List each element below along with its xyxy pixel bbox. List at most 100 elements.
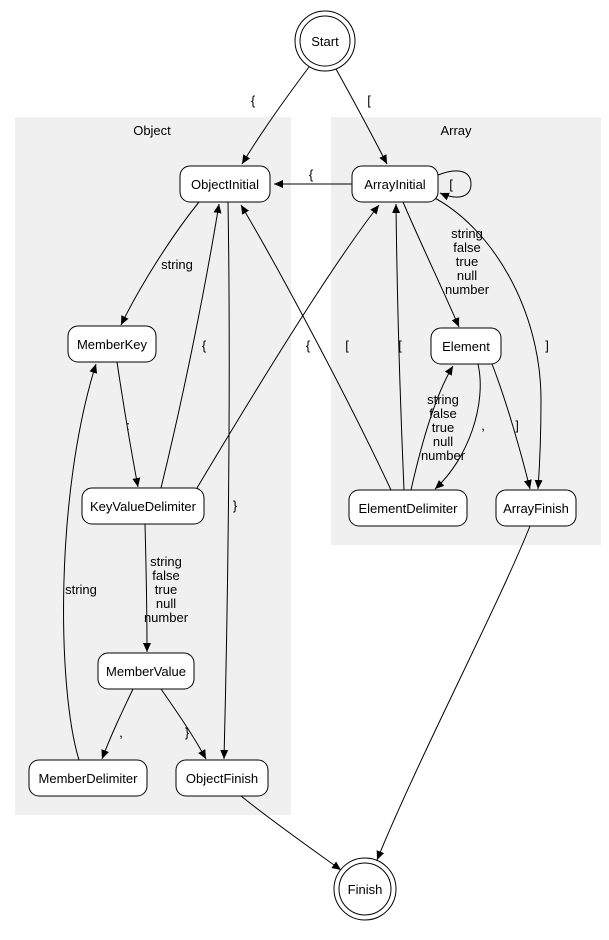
node-member-value: MemberValue — [97, 652, 195, 690]
arrow-member-value-to-object-finish — [160, 688, 207, 760]
arrow-member-value-to-member-delimiter — [101, 688, 134, 760]
edge-label: string — [161, 257, 193, 272]
node-array-finish-box — [495, 489, 577, 527]
node-array-finish: ArrayFinish — [495, 489, 577, 527]
edge-label: [ — [345, 338, 349, 353]
edge-key-value-delimiter-to-member-value: string false true null number — [142, 523, 189, 653]
edge-array-initial-self-loop: [ — [437, 170, 472, 201]
edge-start-to-object-initial: { — [241, 66, 310, 165]
arrow-key-value-delimiter-to-member-value — [142, 523, 151, 653]
node-finish-inner-circle — [338, 862, 392, 916]
edge-label-line: false — [429, 406, 456, 421]
edge-label-line: null — [156, 596, 176, 611]
edge-label: [ — [449, 177, 453, 192]
edge-label: { — [309, 167, 314, 182]
node-finish-label: Finish — [348, 882, 383, 897]
arrow-array-initial-self-loop — [437, 170, 472, 201]
edge-label-line: number — [445, 282, 490, 297]
arrow-key-value-delimiter-to-object-initial — [160, 203, 222, 489]
node-key-value-delimiter: KeyValueDelimiter — [81, 487, 205, 525]
edge-array-initial-to-object-initial: { — [274, 167, 352, 188]
arrow-member-delimiter-to-member-key — [63, 363, 98, 761]
node-object-finish: ObjectFinish — [175, 759, 269, 797]
arrow-element-delimiter-to-element — [410, 365, 454, 491]
edge-member-key-to-key-value-delimiter: : — [116, 361, 141, 488]
arrow-start-to-object-initial — [241, 66, 310, 165]
node-key-value-delimiter-label: KeyValueDelimiter — [90, 499, 197, 514]
cluster-object-box — [15, 117, 291, 815]
edge-label-line: null — [457, 268, 477, 283]
node-array-initial-label: ArrayInitial — [364, 177, 426, 192]
arrow-array-initial-to-element — [402, 201, 460, 328]
node-element-delimiter-label: ElementDelimiter — [359, 501, 459, 516]
edge-label: , — [481, 418, 485, 433]
node-member-key: MemberKey — [67, 325, 157, 363]
edge-label-line: true — [432, 420, 454, 435]
node-element-label: Element — [442, 339, 490, 354]
node-element-box — [430, 327, 502, 365]
node-start: Start — [294, 10, 356, 72]
edge-label: : — [126, 418, 130, 433]
cluster-array-label: Array — [440, 123, 472, 138]
arrow-array-finish-to-finish — [376, 525, 531, 861]
arrow-element-delimiter-to-array-initial — [392, 203, 405, 491]
node-member-value-box — [97, 652, 195, 690]
edge-label-line: string — [451, 226, 483, 241]
node-key-value-delimiter-box — [81, 487, 205, 525]
edge-label: { — [202, 338, 207, 353]
node-array-finish-label: ArrayFinish — [503, 501, 569, 516]
edge-array-initial-to-array-finish: ] — [430, 195, 549, 490]
edge-element-delimiter-to-array-initial: [ — [392, 203, 405, 491]
arrow-member-key-to-key-value-delimiter — [116, 361, 141, 488]
edge-label-line: number — [144, 610, 189, 625]
edge-label-line: string — [150, 554, 182, 569]
node-array-initial: ArrayInitial — [351, 165, 439, 203]
cluster-object: Object — [15, 117, 291, 815]
edge-object-finish-to-finish — [240, 795, 342, 871]
arrow-key-value-delimiter-to-array-initial — [196, 204, 380, 489]
edge-object-initial-to-object-finish: } — [220, 201, 238, 760]
node-object-initial-box — [179, 165, 271, 203]
node-element: Element — [430, 327, 502, 365]
arrow-object-initial-to-member-key — [120, 201, 200, 326]
arrow-array-initial-to-array-finish — [430, 195, 543, 490]
edge-label: } — [185, 725, 190, 740]
edge-element-delimiter-to-element: string false true null number — [410, 365, 466, 491]
node-member-key-label: MemberKey — [77, 337, 148, 352]
node-member-delimiter-box — [28, 759, 148, 797]
node-array-initial-box — [351, 165, 439, 203]
node-member-value-label: MemberValue — [106, 664, 186, 679]
arrow-start-to-array-initial — [335, 68, 388, 165]
edge-label-line: false — [152, 568, 179, 583]
edge-element-delimiter-to-object-initial: { — [240, 204, 392, 491]
edge-label: string — [65, 582, 97, 597]
node-member-delimiter-label: MemberDelimiter — [39, 771, 139, 786]
edge-key-value-delimiter-to-object-initial: { — [160, 203, 222, 489]
node-element-delimiter: ElementDelimiter — [348, 489, 468, 527]
edge-label: , — [119, 725, 123, 740]
edge-label-line: true — [456, 254, 478, 269]
arrow-object-initial-to-object-finish — [220, 201, 230, 760]
node-member-key-box — [67, 325, 157, 363]
edge-array-initial-to-element: string false true null number — [402, 201, 490, 328]
node-member-delimiter: MemberDelimiter — [28, 759, 148, 797]
edge-label: [ — [367, 93, 371, 108]
edge-member-value-to-object-finish: } — [160, 688, 207, 760]
edge-member-delimiter-to-member-key: string — [63, 363, 98, 761]
node-object-initial: ObjectInitial — [179, 165, 271, 203]
edge-member-value-to-member-delimiter: , — [101, 688, 134, 760]
arrow-element-to-element-delimiter — [434, 363, 481, 490]
edge-object-initial-to-member-key: string — [120, 201, 200, 326]
edge-label-line: null — [433, 434, 453, 449]
edge-label-line: string — [427, 392, 459, 407]
edge-element-to-array-finish: ] — [491, 363, 532, 490]
edge-array-finish-to-finish — [376, 525, 531, 861]
node-finish: Finish — [333, 857, 397, 921]
node-element-delimiter-box — [348, 489, 468, 527]
node-object-finish-label: ObjectFinish — [186, 771, 258, 786]
edge-label: [ — [398, 338, 402, 353]
edge-label-line: number — [421, 448, 466, 463]
edge-label: } — [233, 498, 238, 513]
